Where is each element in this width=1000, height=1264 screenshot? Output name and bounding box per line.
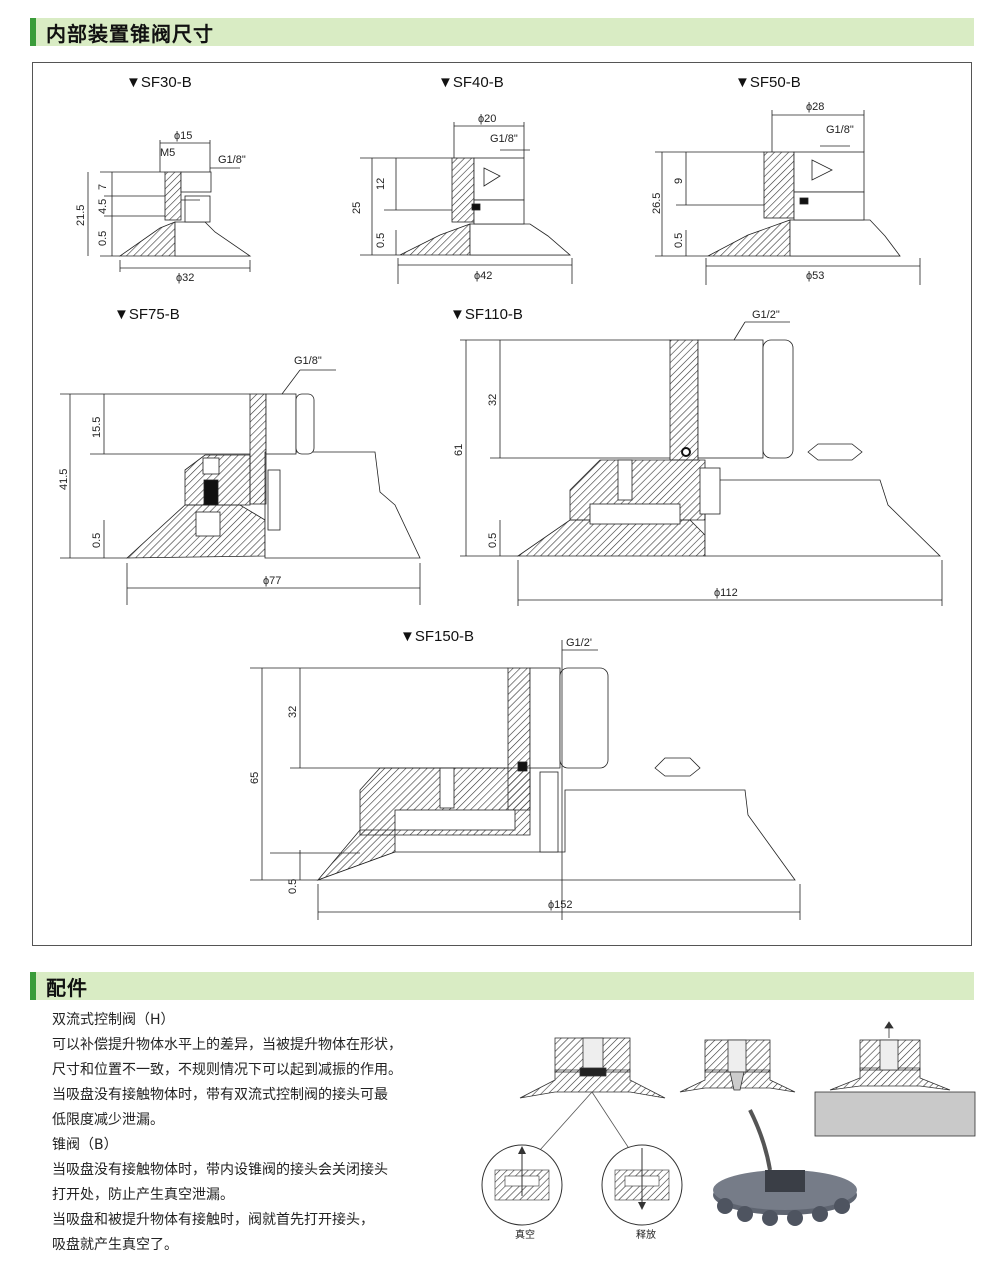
- text-line: 吸盘就产生真空了。: [52, 1237, 178, 1253]
- section-header-accessories: 配件: [30, 972, 974, 1000]
- sf40-h3: 0.5: [375, 233, 387, 248]
- sf75-h3: 0.5: [91, 533, 103, 548]
- model-label-sf50: ▼SF50-B: [735, 74, 801, 91]
- sf40-h1: 12: [375, 178, 387, 190]
- sf30-h1: 7: [97, 184, 109, 190]
- model-label-sf75: ▼SF75-B: [114, 306, 180, 323]
- caption-release: 释放: [636, 1228, 656, 1241]
- drawing-frame: [32, 62, 972, 946]
- sf110-diameter: ϕ112: [714, 587, 738, 599]
- sf50-h3: 0.5: [673, 233, 685, 248]
- section-accent: [30, 18, 36, 46]
- text-line: 双流式控制阀（H）: [52, 1012, 175, 1028]
- model-label-sf110: ▼SF110-B: [450, 306, 523, 323]
- sf30-h-total: 21.5: [75, 205, 87, 226]
- drawing-sf30: [87, 140, 252, 272]
- accessories-description: 双流式控制阀（H） 可以补偿提升物体水平上的差异，当被提升物体在形状， 尺寸和位…: [52, 1008, 482, 1258]
- sf40-port: G1/8": [490, 133, 518, 145]
- sf40-top-diameter: ϕ20: [478, 113, 496, 125]
- caption-vacuum: 真空: [515, 1228, 535, 1241]
- text-line: 锥阀（B）: [52, 1137, 118, 1153]
- text-line: 尺寸和位置不一致，不规则情况下可以起到减振的作用。: [52, 1062, 402, 1078]
- sf75-port: G1/8": [294, 355, 322, 367]
- drawing-sf40: [360, 122, 573, 284]
- text-line: 当吸盘没有接触物体时，带有双流式控制阀的接头可最: [52, 1087, 388, 1103]
- model-label-sf150: ▼SF150-B: [400, 628, 475, 645]
- accessories-title: 配件: [46, 975, 88, 1000]
- sf30-thread: M5: [160, 147, 175, 159]
- sf50-h-total: 26.5: [651, 193, 663, 214]
- sf150-diameter: ϕ152: [548, 899, 573, 911]
- sf150-h-total: 65: [249, 772, 261, 784]
- sf75-h-total: 41.5: [58, 469, 70, 490]
- sf110-h-total: 61: [453, 444, 465, 456]
- sf50-port: G1/8": [826, 124, 854, 136]
- drawing-sf50: [655, 110, 921, 285]
- sf110-h1: 32: [487, 394, 499, 406]
- sf110-port: G1/2": [752, 309, 780, 321]
- drawing-sf75: [60, 369, 421, 605]
- sf110-h3: 0.5: [487, 533, 499, 548]
- drawing-sf110: [460, 321, 943, 606]
- sf30-h2: 4.5: [97, 199, 109, 214]
- section-title: 内部装置锥阀尺寸: [46, 21, 214, 46]
- sf40-diameter: ϕ42: [474, 270, 492, 282]
- sf150-h3: 0.5: [287, 879, 299, 894]
- valve-section-1: [519, 1037, 666, 1151]
- suction-cup-photo: [713, 1109, 857, 1226]
- sf30-port: G1/8": [218, 154, 246, 166]
- detail-vacuum: [481, 1144, 563, 1226]
- sf30-top-diameter: ϕ15: [174, 130, 192, 142]
- section-accent: [30, 972, 36, 1000]
- model-label-sf40: ▼SF40-B: [438, 74, 504, 91]
- sf30-h3: 0.5: [97, 231, 109, 246]
- drawing-sf150: [250, 640, 801, 920]
- text-line: 当吸盘没有接触物体时，带内设锥阀的接头会关闭接头: [52, 1162, 388, 1178]
- sf40-h-total: 25: [351, 202, 363, 214]
- sf75-diameter: ϕ77: [263, 575, 281, 587]
- text-line: 当吸盘和被提升物体有接触时，阀就首先打开接头，: [52, 1212, 374, 1228]
- accessories-illustrations: 真空 释放: [481, 1021, 976, 1241]
- sf50-top-diameter: ϕ28: [806, 101, 824, 113]
- section-header-dimensions: 内部装置锥阀尺寸: [30, 18, 974, 46]
- sf50-diameter: ϕ53: [806, 270, 824, 282]
- model-label-sf30: ▼SF30-B: [126, 74, 192, 91]
- text-line: 低限度减少泄漏。: [52, 1112, 164, 1128]
- sf30-diameter: ϕ32: [176, 272, 194, 284]
- text-line: 打开处，防止产生真空泄漏。: [52, 1187, 234, 1203]
- sf150-port: G1/2': [566, 637, 592, 649]
- sf150-h1: 32: [287, 706, 299, 718]
- sf50-h1: 9: [673, 178, 685, 184]
- text-line: 可以补偿提升物体水平上的差异，当被提升物体在形状，: [52, 1037, 402, 1053]
- sf75-h1: 15.5: [91, 417, 103, 438]
- valve-section-3: [814, 1021, 976, 1137]
- technical-drawings: ϕ15 M5 G1/8" ϕ32 21.5 7 4.5 0.5 ϕ20 G1/8…: [58, 101, 943, 920]
- detail-release: [601, 1144, 683, 1226]
- valve-section-2: [679, 1039, 796, 1093]
